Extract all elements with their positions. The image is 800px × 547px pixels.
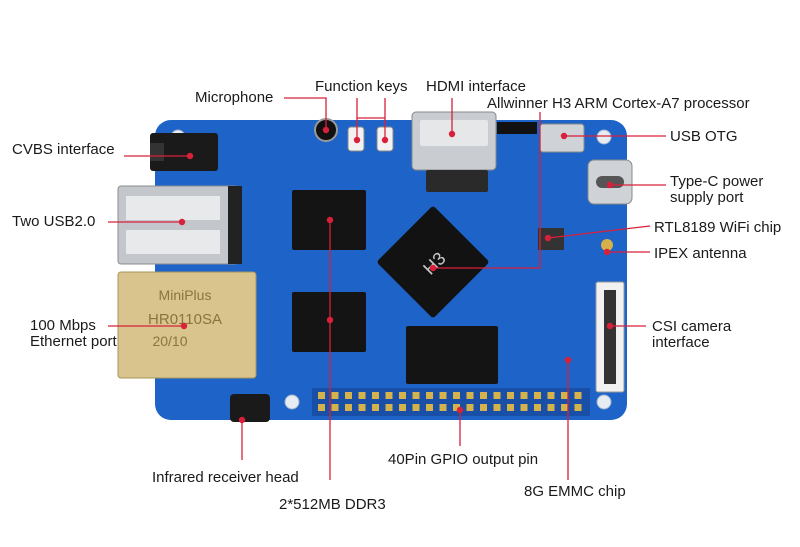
gpio-header (312, 388, 590, 416)
gpio-pin (547, 404, 555, 411)
gpio-pin (426, 392, 433, 399)
label-emmc: 8G EMMC chip (524, 483, 626, 500)
mount-hole (284, 394, 300, 410)
gpio-pin (466, 404, 474, 411)
gpio-pin (412, 404, 420, 411)
gpio-pin (399, 392, 406, 399)
label-typec-line1: Type-C power (670, 173, 764, 190)
ir-receiver (230, 394, 270, 422)
leader-dots (178, 126, 614, 424)
label-csi-line1: CSI camera (652, 318, 732, 335)
gpio-pin (372, 404, 379, 411)
lan-brand: MiniPlus (159, 287, 212, 303)
label-ethernet-line1: 100 Mbps (30, 317, 96, 334)
label-usb2: Two USB2.0 (12, 213, 96, 230)
label-function-keys: Function keys (315, 78, 408, 95)
gpio-pin (412, 392, 420, 399)
gpio-pin (399, 404, 406, 411)
gpio-pin (493, 404, 501, 411)
leader-lines (108, 97, 666, 480)
gpio-pin (561, 404, 568, 411)
label-wifi: RTL8189 WiFi chip (654, 219, 782, 236)
gpio-pin (520, 392, 528, 399)
gpio-pin (345, 392, 352, 399)
gpio-pin (345, 404, 352, 411)
mount-hole (596, 129, 612, 145)
gpio-pin (574, 404, 582, 411)
lan-rev: 20/10 (152, 333, 187, 349)
uart-header (497, 122, 537, 134)
gpio-pin (331, 392, 339, 399)
label-infrared: Infrared receiver head (152, 469, 299, 486)
label-gpio: 40Pin GPIO output pin (388, 451, 539, 468)
gpio-pin (493, 392, 501, 399)
gpio-pin (331, 404, 339, 411)
label-microphone: Microphone (195, 89, 274, 106)
gpio-pin (534, 392, 541, 399)
gpio-pin (534, 404, 541, 411)
emmc-chip (406, 326, 498, 384)
label-ipex: IPEX antenna (654, 245, 747, 262)
gpio-base (312, 388, 590, 416)
gpio-pin (385, 392, 393, 399)
gpio-pin (507, 392, 514, 399)
gpio-pin (358, 404, 366, 411)
cvbs-jack (150, 133, 218, 171)
gpio-pin (318, 404, 325, 411)
gpio-pin (358, 392, 366, 399)
gpio-pin (561, 392, 568, 399)
gpio-pin (439, 392, 447, 399)
gpio-pin (574, 392, 582, 399)
gpio-pin (507, 404, 514, 411)
gpio-pin (385, 404, 393, 411)
mount-hole (596, 394, 612, 410)
label-ddr: 2*512MB DDR3 (279, 496, 386, 513)
label-typec-line2: supply port (670, 189, 744, 206)
gpio-pin (453, 392, 460, 399)
gpio-pin (480, 392, 487, 399)
gpio-pin (520, 404, 528, 411)
label-hdmi: HDMI interface (426, 78, 527, 95)
label-processor: Allwinner H3 ARM Cortex-A7 processor (487, 95, 750, 112)
gpio-pin (426, 404, 433, 411)
gpio-pin (480, 404, 487, 411)
gpio-pin (453, 404, 460, 411)
gpio-pin (439, 404, 447, 411)
gpio-pin (318, 392, 325, 399)
label-ethernet: 100 Mbps Ethernet port (30, 318, 117, 350)
label-usb-otg: USB OTG (670, 128, 738, 145)
label-typec: Type-C power supply port (670, 174, 763, 206)
gpio-pin (547, 392, 555, 399)
lan-model: HR0110SA (148, 311, 222, 328)
label-csi-line2: interface (652, 334, 710, 351)
label-cvbs: CVBS interface (12, 141, 115, 158)
ipex-connector (601, 239, 613, 251)
gpio-pin (466, 392, 474, 399)
gpio-pin (372, 392, 379, 399)
soc-chip (377, 206, 489, 318)
label-ethernet-line2: Ethernet port (30, 333, 117, 350)
label-csi: CSI camera interface (652, 319, 731, 351)
